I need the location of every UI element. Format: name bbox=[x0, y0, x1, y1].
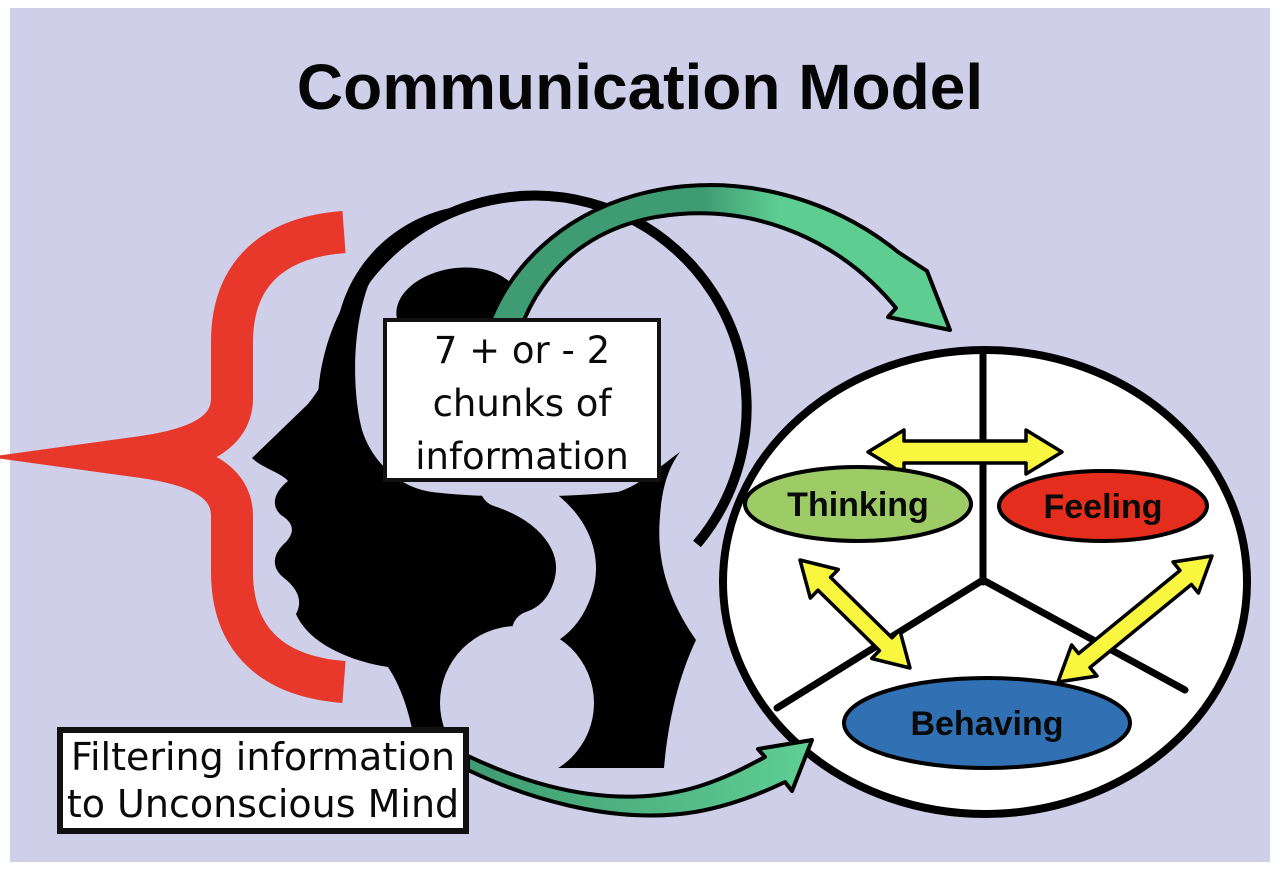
head-silhouette bbox=[252, 206, 696, 768]
arrow-thinking-feeling bbox=[866, 428, 1064, 476]
red-brace bbox=[0, 211, 347, 703]
feeling-label: Feeling bbox=[1043, 488, 1162, 526]
arrow-thinking-behaving bbox=[798, 558, 912, 670]
filtering-note: Filtering information to Unconscious Min… bbox=[57, 727, 469, 834]
question-mark-dot bbox=[440, 626, 594, 780]
memory-chunks-line3: information bbox=[415, 435, 629, 478]
memory-chunks-line1: 7 + or - 2 bbox=[433, 329, 611, 372]
filtering-line1: Filtering information bbox=[70, 735, 456, 779]
behaving-label: Behaving bbox=[910, 705, 1063, 743]
behaving-oval bbox=[842, 676, 1132, 770]
thinking-label: Thinking bbox=[787, 486, 929, 524]
filtering-line2: to Unconscious Mind bbox=[66, 782, 460, 826]
yellow-arrows bbox=[798, 428, 1214, 684]
feeling-oval bbox=[997, 469, 1209, 543]
green-arrow-top bbox=[483, 183, 952, 337]
memory-chunks-line2: chunks of bbox=[432, 382, 612, 425]
green-arrow-bottom bbox=[466, 738, 814, 818]
memory-chunks-note: 7 + or - 2 chunks of information bbox=[383, 318, 661, 482]
thinking-oval bbox=[743, 465, 973, 543]
page-title: Communication Model bbox=[296, 51, 984, 123]
question-mark-stem bbox=[480, 467, 596, 651]
